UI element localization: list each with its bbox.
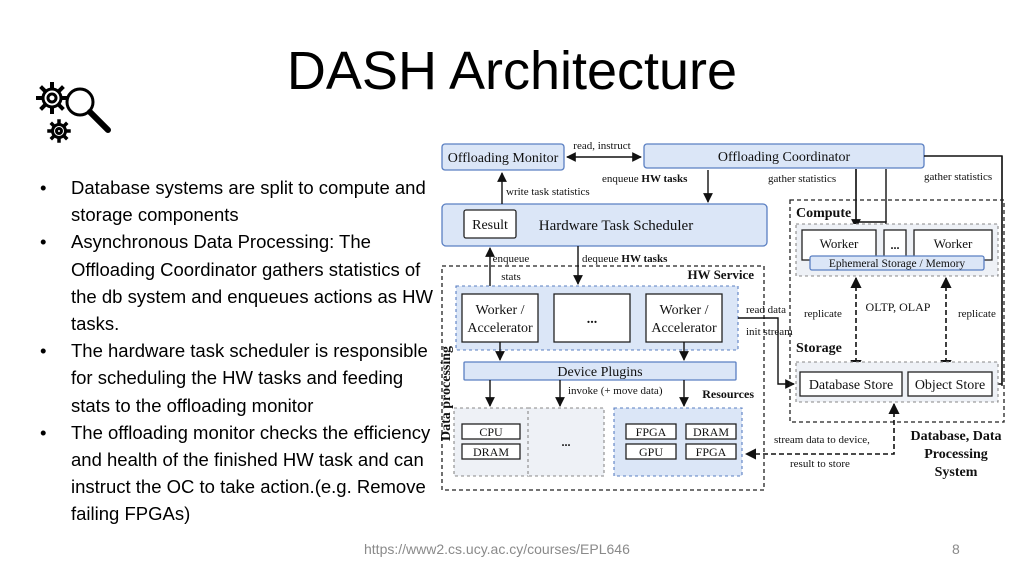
dram-label-2: DRAM: [693, 425, 729, 439]
dram-box-2: [685, 423, 737, 440]
worker-box-1: [801, 229, 877, 261]
worker-ellipsis-2: ...: [891, 238, 900, 252]
result-box: [463, 209, 517, 239]
worker-ellipsis-box: [553, 293, 631, 343]
worker-label-2: Worker: [934, 236, 973, 251]
fpga-box-2: [685, 443, 737, 460]
ephemeral-storage-label: Ephemeral Storage / Memory: [829, 258, 966, 270]
bullet-item: • Database systems are split to compute …: [40, 174, 440, 228]
dbps-label-line3: System: [935, 465, 978, 480]
data-processing-container: [441, 265, 765, 491]
offloading-monitor-box: [441, 143, 565, 171]
stream-data-arrow: [744, 402, 900, 460]
resources-ellipsis: ...: [562, 435, 571, 449]
fpga-box-1: [625, 423, 677, 440]
worker-accelerator-1-line2: Accelerator: [467, 321, 533, 336]
replicate-label-1: replicate: [804, 308, 842, 320]
dbps-label-line1: Database, Data: [911, 429, 1002, 444]
resources-group-3: [613, 407, 743, 477]
cpu-label: CPU: [479, 425, 503, 439]
bullet-item: • The offloading monitor checks the effi…: [40, 419, 440, 528]
resources-group-1: [453, 407, 531, 477]
write-task-statistics-label: write task statistics: [506, 186, 590, 198]
device-plugins-label: Device Plugins: [557, 365, 642, 380]
worker-accelerator-box-1: [461, 293, 539, 343]
result-label: Result: [472, 218, 508, 233]
bullet-dot: •: [40, 340, 47, 362]
bullet-dot: •: [40, 421, 47, 443]
gpu-box: [625, 443, 677, 460]
bullet-text: The hardware task scheduler is responsib…: [71, 340, 428, 416]
gears-magnifier-icon: [28, 76, 118, 150]
replicate-label-2: replicate: [958, 308, 996, 320]
stats-label: stats: [501, 271, 521, 283]
dash-architecture-diagram: Offloading Monitor Offloading Coordinato…: [436, 136, 1008, 496]
stream-data-label: stream data to device,: [774, 434, 870, 446]
worker-box-2: [913, 229, 993, 261]
bullet-item: • Asynchronous Data Processing: The Offl…: [40, 228, 440, 337]
worker-ellipsis: ...: [587, 312, 598, 327]
ephemeral-storage-box: [809, 255, 985, 271]
enqueue-hw-tasks-label: enqueue HW tasks: [602, 173, 688, 185]
enqueue-label: enqueue: [493, 253, 530, 265]
offloading-coordinator-label: Offloading Coordinator: [718, 150, 851, 165]
bullet-item: • The hardware task scheduler is respons…: [40, 337, 440, 419]
worker-label-1: Worker: [820, 236, 859, 251]
read-instruct-label: read, instruct: [573, 140, 630, 152]
resources-group-2: [527, 407, 605, 477]
worker-accelerator-2-line2: Accelerator: [651, 321, 717, 336]
hw-service-label: HW Service: [687, 267, 754, 282]
read-data-label: read data: [746, 304, 786, 316]
bullet-list: • Database systems are split to compute …: [40, 174, 440, 528]
bullet-text: Database systems are split to compute an…: [71, 177, 426, 226]
init-stream-label: init stream: [746, 326, 793, 338]
hardware-task-scheduler-label: Hardware Task Scheduler: [539, 218, 693, 234]
read-data-arrow: [738, 317, 795, 389]
oltp-olap-label: OLTP, OLAP: [866, 300, 931, 314]
gather-stats-down-1: [855, 169, 887, 228]
page-number: 8: [952, 541, 960, 557]
database-store-label: Database Store: [809, 378, 893, 393]
object-store-box: [907, 371, 993, 397]
worker-accelerator-2-line1: Worker /: [659, 303, 708, 318]
resources-label: Resources: [702, 387, 754, 401]
fpga-label-2: FPGA: [696, 445, 727, 459]
dram-box-1: [461, 443, 521, 460]
database-store-box: [799, 371, 903, 397]
fpga-label-1: FPGA: [636, 425, 667, 439]
compute-label: Compute: [796, 206, 851, 221]
slide-title: DASH Architecture: [286, 41, 738, 101]
gpu-label: GPU: [639, 445, 663, 459]
footer-url[interactable]: https://www2.cs.ucy.ac.cy/courses/EPL646: [364, 541, 630, 557]
bullet-dot: •: [40, 177, 47, 198]
dbps-label-line2: Processing: [924, 447, 988, 462]
bullet-text: The offloading monitor checks the effici…: [71, 421, 431, 525]
bullet-dot: •: [40, 231, 47, 253]
gather-statistics-label-2: gather statistics: [924, 171, 992, 183]
invoke-move-data-label: invoke (+ move data): [568, 385, 663, 397]
device-plugins-box: [463, 361, 737, 381]
result-to-store-label: result to store: [790, 458, 850, 470]
gather-statistics-label-1: gather statistics: [768, 173, 836, 185]
dram-label-1: DRAM: [473, 445, 509, 459]
data-processing-label: Data processing: [439, 346, 454, 441]
offloading-monitor-label: Offloading Monitor: [448, 151, 559, 166]
worker-accelerator-1-line1: Worker /: [475, 303, 524, 318]
cpu-box: [461, 423, 521, 440]
worker-accelerator-box-2: [645, 293, 723, 343]
storage-label: Storage: [796, 341, 842, 356]
bullet-text: Asynchronous Data Processing: The Offloa…: [71, 231, 433, 335]
object-store-label: Object Store: [915, 378, 985, 393]
dequeue-hw-tasks-label: dequeue HW tasks: [582, 253, 668, 265]
hardware-task-scheduler-box: [441, 203, 768, 247]
